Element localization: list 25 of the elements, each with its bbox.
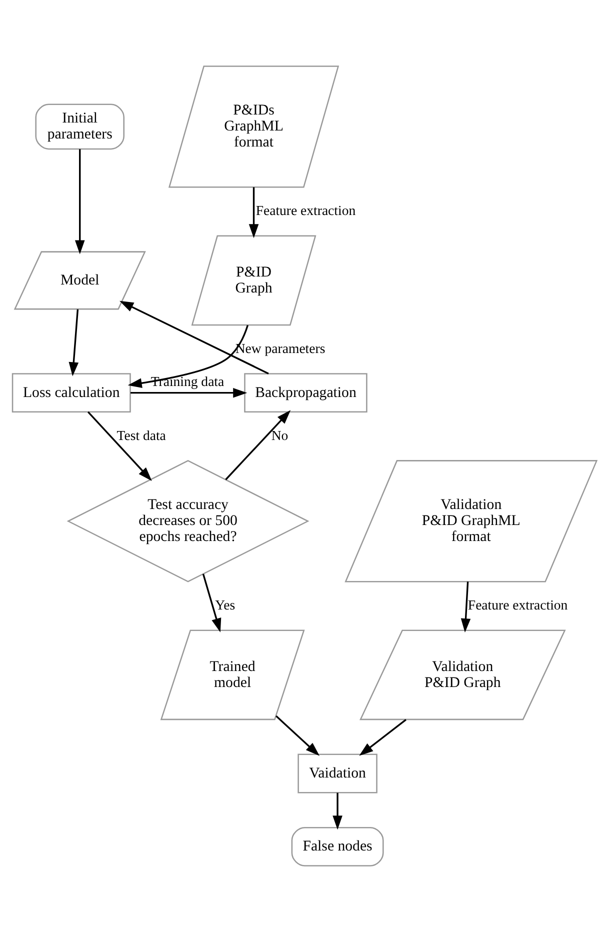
arrow bbox=[276, 714, 320, 756]
arrow bbox=[68, 308, 79, 376]
arrow bbox=[120, 300, 269, 374]
arrow bbox=[460, 581, 471, 632]
node-box: False nodes bbox=[291, 826, 384, 866]
edge-label: Test data bbox=[116, 427, 166, 442]
arrow bbox=[202, 573, 222, 632]
arrow bbox=[87, 410, 152, 480]
arrow bbox=[359, 718, 406, 756]
edge-label: No bbox=[271, 427, 288, 442]
node-box: Backpropagation bbox=[244, 372, 368, 412]
edge-label: Yes bbox=[215, 597, 236, 612]
edge-label: Feature extraction bbox=[256, 202, 356, 218]
edge-label: Feature extraction bbox=[468, 597, 568, 612]
node-box: Loss calculation bbox=[12, 372, 131, 412]
arrow bbox=[74, 148, 85, 254]
node-diamond: Test accuracy decreases or 500 epochs reached? bbox=[66, 459, 310, 582]
arrow bbox=[130, 387, 248, 398]
arrow bbox=[128, 324, 249, 388]
arrow bbox=[248, 186, 259, 238]
node-box: Vaidation bbox=[298, 753, 378, 793]
arrow bbox=[332, 792, 342, 830]
arrow bbox=[225, 410, 291, 480]
edge-label: Training data bbox=[150, 373, 224, 388]
node-box: Initial parameters bbox=[35, 103, 124, 150]
